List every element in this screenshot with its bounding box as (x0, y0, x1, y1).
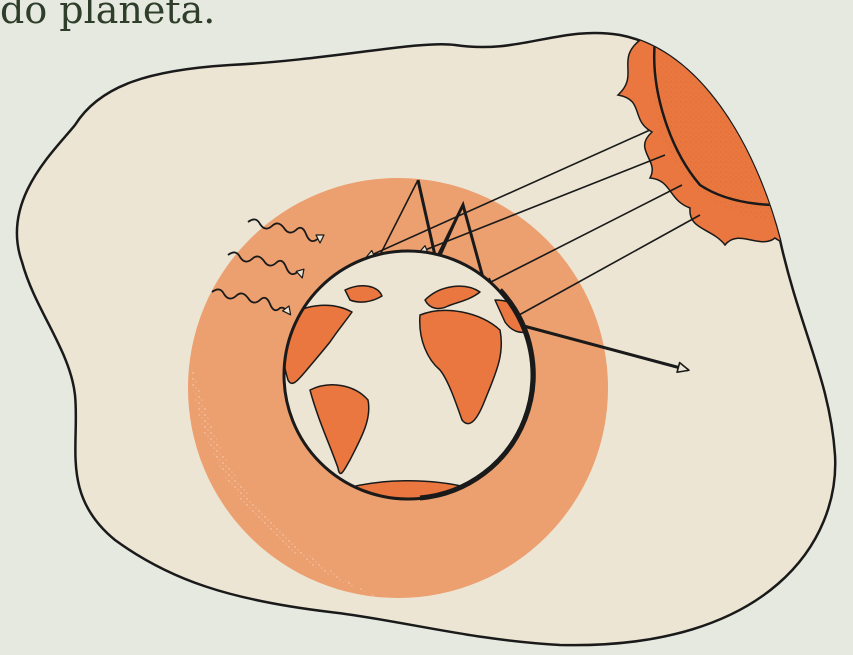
greenhouse-effect-illustration (0, 0, 853, 655)
illustration-canvas: do planeta. (0, 0, 853, 655)
